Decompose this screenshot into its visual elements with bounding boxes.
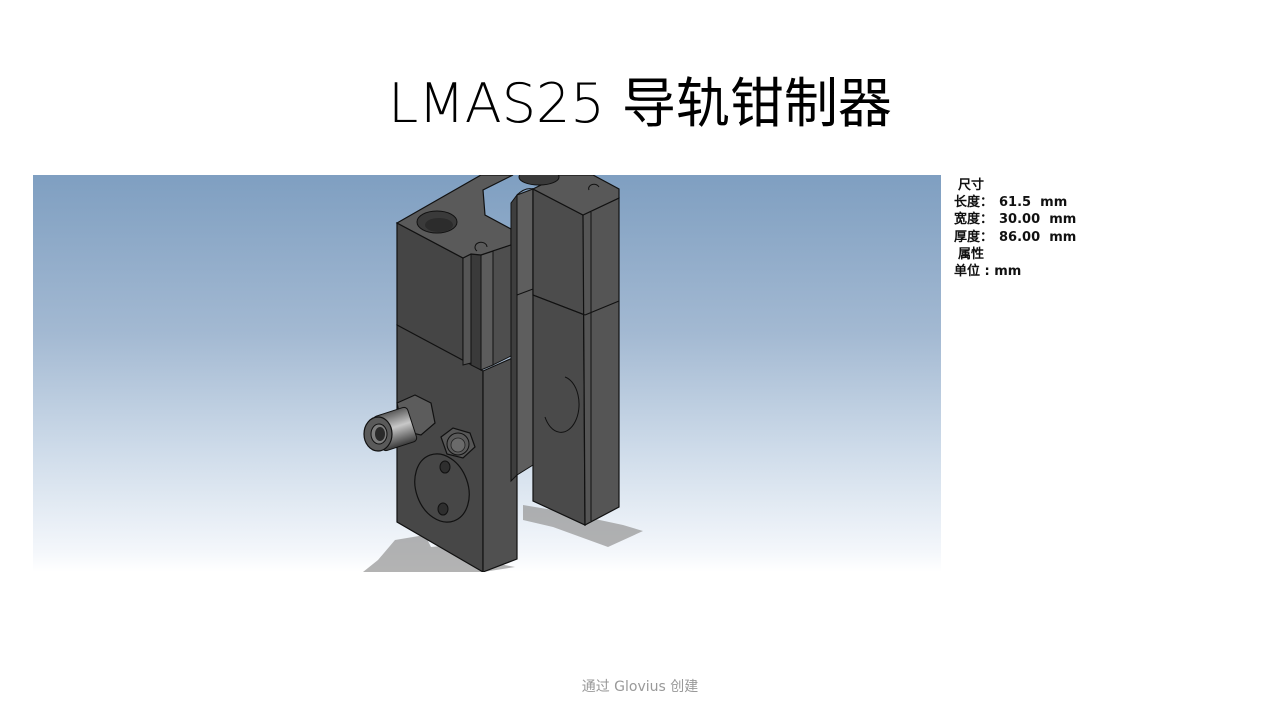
properties-panel: 尺寸 长度： 61.5 mm 宽度： 30.00 mm 厚度： 86.00 mm 属性… <box>954 177 1076 280</box>
unit-row: 单位 : mm <box>954 264 1022 280</box>
length-row: 长度： 61.5 mm <box>954 194 1076 211</box>
footer-credit: 通过 Glovius 创建 <box>581 679 699 695</box>
thickness-label: 厚度： <box>954 229 994 245</box>
slide-title: LMAS25 导轨钳制器 <box>388 72 892 135</box>
3d-model-viewport[interactable] <box>33 175 941 572</box>
pneumatic-fitting <box>363 394 436 452</box>
width-value: 30.00 mm <box>999 212 1077 228</box>
width-label: 宽度： <box>954 212 994 228</box>
dimensions-heading: 尺寸 <box>958 178 985 193</box>
rail-clamp-model[interactable] <box>33 175 941 572</box>
length-value: 61.5 mm <box>999 195 1068 211</box>
length-label: 长度： <box>954 195 994 211</box>
thickness-row: 厚度： 86.00 mm <box>954 229 1076 246</box>
width-row: 宽度： 30.00 mm <box>954 211 1076 228</box>
thickness-value: 86.00 mm <box>999 229 1077 245</box>
attributes-heading: 属性 <box>958 246 985 262</box>
